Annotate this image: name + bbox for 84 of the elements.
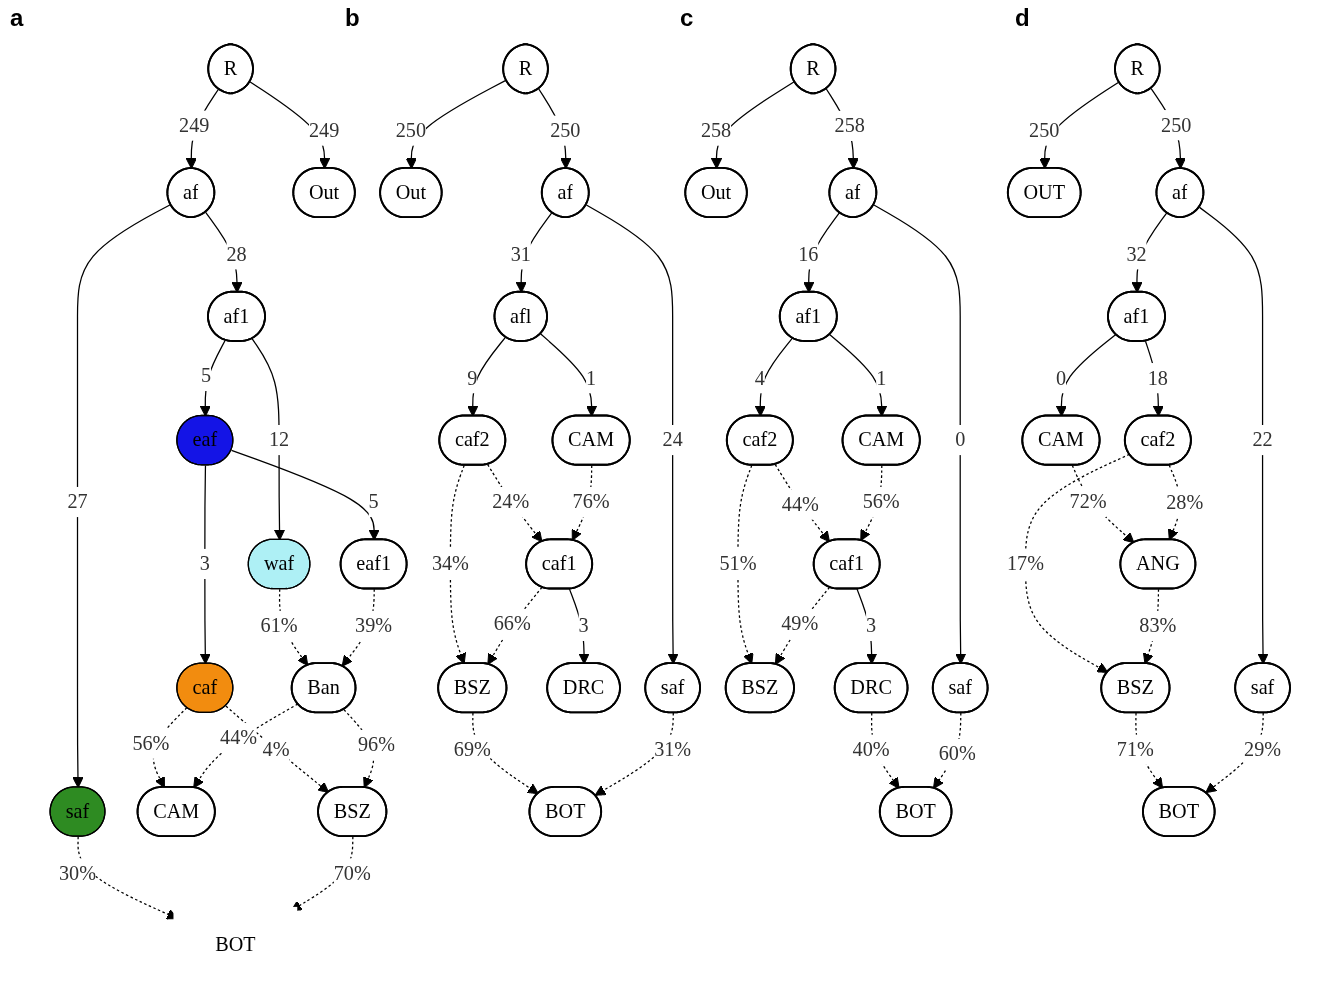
arrow	[1198, 206, 1269, 665]
edge-label: 40%	[852, 738, 890, 760]
arrow	[487, 463, 543, 543]
edge-label: 31%	[654, 738, 692, 760]
arrow	[199, 339, 226, 417]
edge-label: 69%	[453, 738, 491, 760]
edge-label: 27	[67, 490, 88, 513]
edge-label: 1	[586, 366, 597, 389]
arrow	[72, 203, 172, 788]
panel-letter: d	[1015, 4, 1030, 32]
arrow	[487, 586, 543, 665]
edge-label: 28%	[1166, 491, 1204, 513]
node-text: BOT	[215, 933, 256, 955]
edge-label: 18	[1147, 366, 1168, 389]
edge-label: 44%	[220, 726, 258, 749]
arrow	[472, 712, 539, 795]
panel-letter: b	[345, 4, 360, 32]
edge-label: 0	[1055, 366, 1066, 389]
arrow	[449, 464, 466, 665]
edge-label: 5	[200, 364, 212, 387]
edge-label: 49%	[781, 612, 819, 635]
arrow	[199, 464, 211, 665]
edge-label: 9	[467, 366, 478, 389]
arrow	[467, 336, 507, 417]
edge-label: 39%	[355, 614, 393, 636]
arrow	[290, 836, 354, 912]
arrow	[829, 334, 888, 417]
panel-letter: a	[10, 4, 24, 32]
edge-label: 3	[578, 614, 589, 636]
edge-label: 249	[308, 119, 340, 141]
edge-label: 17%	[1006, 552, 1044, 575]
arrow	[873, 204, 967, 665]
edge-label: 66%	[493, 612, 531, 635]
arrow	[774, 463, 830, 543]
edge-label: 3	[866, 614, 877, 636]
arrow	[737, 464, 754, 665]
edge-label: 16	[798, 243, 819, 265]
edge-label: 61%	[260, 614, 298, 636]
edge-label: 76%	[572, 490, 610, 513]
edge-label: 32	[1126, 243, 1147, 265]
arrow	[1055, 333, 1117, 417]
edge-label: 30%	[58, 862, 96, 884]
edge-label: 250	[1029, 119, 1060, 141]
edge-label: 96%	[357, 733, 395, 755]
edge-label: 70%	[333, 862, 371, 884]
edge-label: 4	[754, 366, 765, 389]
edge-label: 34%	[431, 552, 469, 575]
edge-label: 250	[550, 119, 581, 141]
edge-label: 71%	[1116, 738, 1154, 760]
edge-label: 249	[179, 114, 210, 136]
edge-label: 3	[199, 552, 210, 575]
arrow	[856, 588, 878, 665]
edge-label: 72%	[1069, 490, 1107, 513]
edge-label: 28	[226, 243, 247, 265]
edge-label: 1	[876, 366, 887, 389]
arrow	[568, 588, 590, 665]
edge-label: 5	[368, 490, 379, 513]
edge-label: 250	[1161, 113, 1192, 136]
edge-label: 4%	[262, 738, 290, 760]
edge-label: 24%	[492, 490, 530, 513]
edge-label: 56%	[862, 490, 900, 513]
arrow	[774, 586, 831, 665]
edge-label: 258	[834, 114, 865, 136]
arrow	[540, 333, 598, 417]
arrow	[585, 204, 679, 665]
arrow	[594, 712, 674, 796]
arrow	[754, 337, 793, 417]
edge-label: 44%	[781, 493, 819, 515]
edge-label: 12	[268, 428, 290, 451]
edge-label: 51%	[719, 552, 757, 575]
edge-label: 83%	[1139, 614, 1177, 636]
arrow	[230, 449, 380, 541]
edge-label: 258	[700, 119, 732, 141]
edge-label: 250	[395, 119, 427, 141]
edge-label: 22	[1252, 428, 1273, 451]
edge-label: 60%	[938, 742, 976, 764]
arrow	[193, 703, 299, 789]
edge-label: 0	[955, 428, 966, 451]
edge-label: 29%	[1244, 738, 1282, 760]
edge-label: 24	[662, 428, 683, 451]
panel-letter: c	[680, 4, 694, 32]
arrow	[225, 705, 330, 793]
edge-label: 31	[510, 243, 531, 265]
edge-label: 56%	[132, 732, 170, 754]
